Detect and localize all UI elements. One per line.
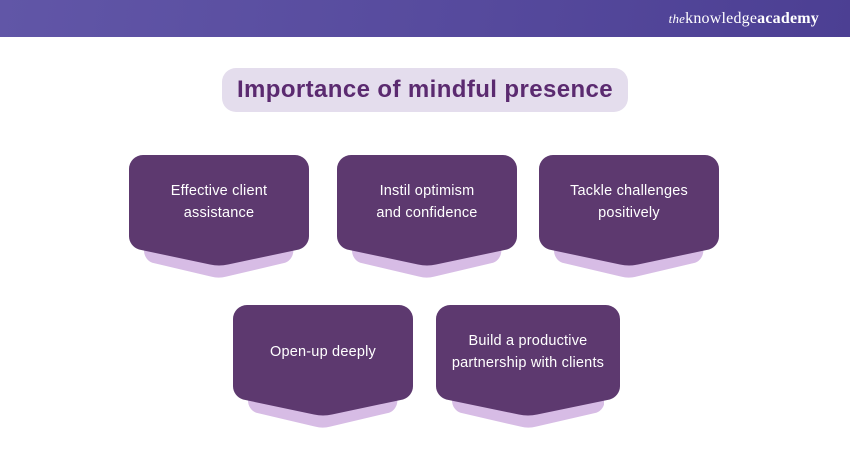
card-body-shape [233, 305, 413, 416]
title-container: Importance of mindful presence [0, 68, 850, 112]
card-label: Effective client assistance [170, 182, 268, 221]
card-open-up-deeply: Open-up deeply [233, 305, 413, 431]
card-build-partnership: Build a productive partnership with clie… [436, 305, 620, 431]
card-body-shape [337, 155, 517, 266]
card-tackle-challenges: Tackle challenges positively [539, 155, 719, 281]
header-bar: theknowledgeacademy [0, 0, 850, 37]
knowledge-academy-logo: theknowledgeacademy [669, 10, 819, 28]
card-label: Instil optimism and confidence [376, 182, 478, 221]
logo-academy: academy [757, 9, 819, 27]
card-effective-client-assistance: Effective client assistance [129, 155, 309, 281]
card-label: Tackle challenges positively [570, 182, 688, 221]
card-label: Build a productive partnership with clie… [451, 332, 605, 371]
card-body-shape [539, 155, 719, 266]
logo-knowledge: knowledge [685, 9, 758, 27]
card-body-shape [129, 155, 309, 266]
card-body-shape [436, 305, 620, 416]
card-instil-optimism: Instil optimism and confidence [337, 155, 517, 281]
page-title: Importance of mindful presence [236, 76, 614, 103]
card-label: Open-up deeply [270, 343, 376, 360]
logo-the: the [668, 10, 686, 26]
title-pill: Importance of mindful presence [221, 68, 629, 112]
